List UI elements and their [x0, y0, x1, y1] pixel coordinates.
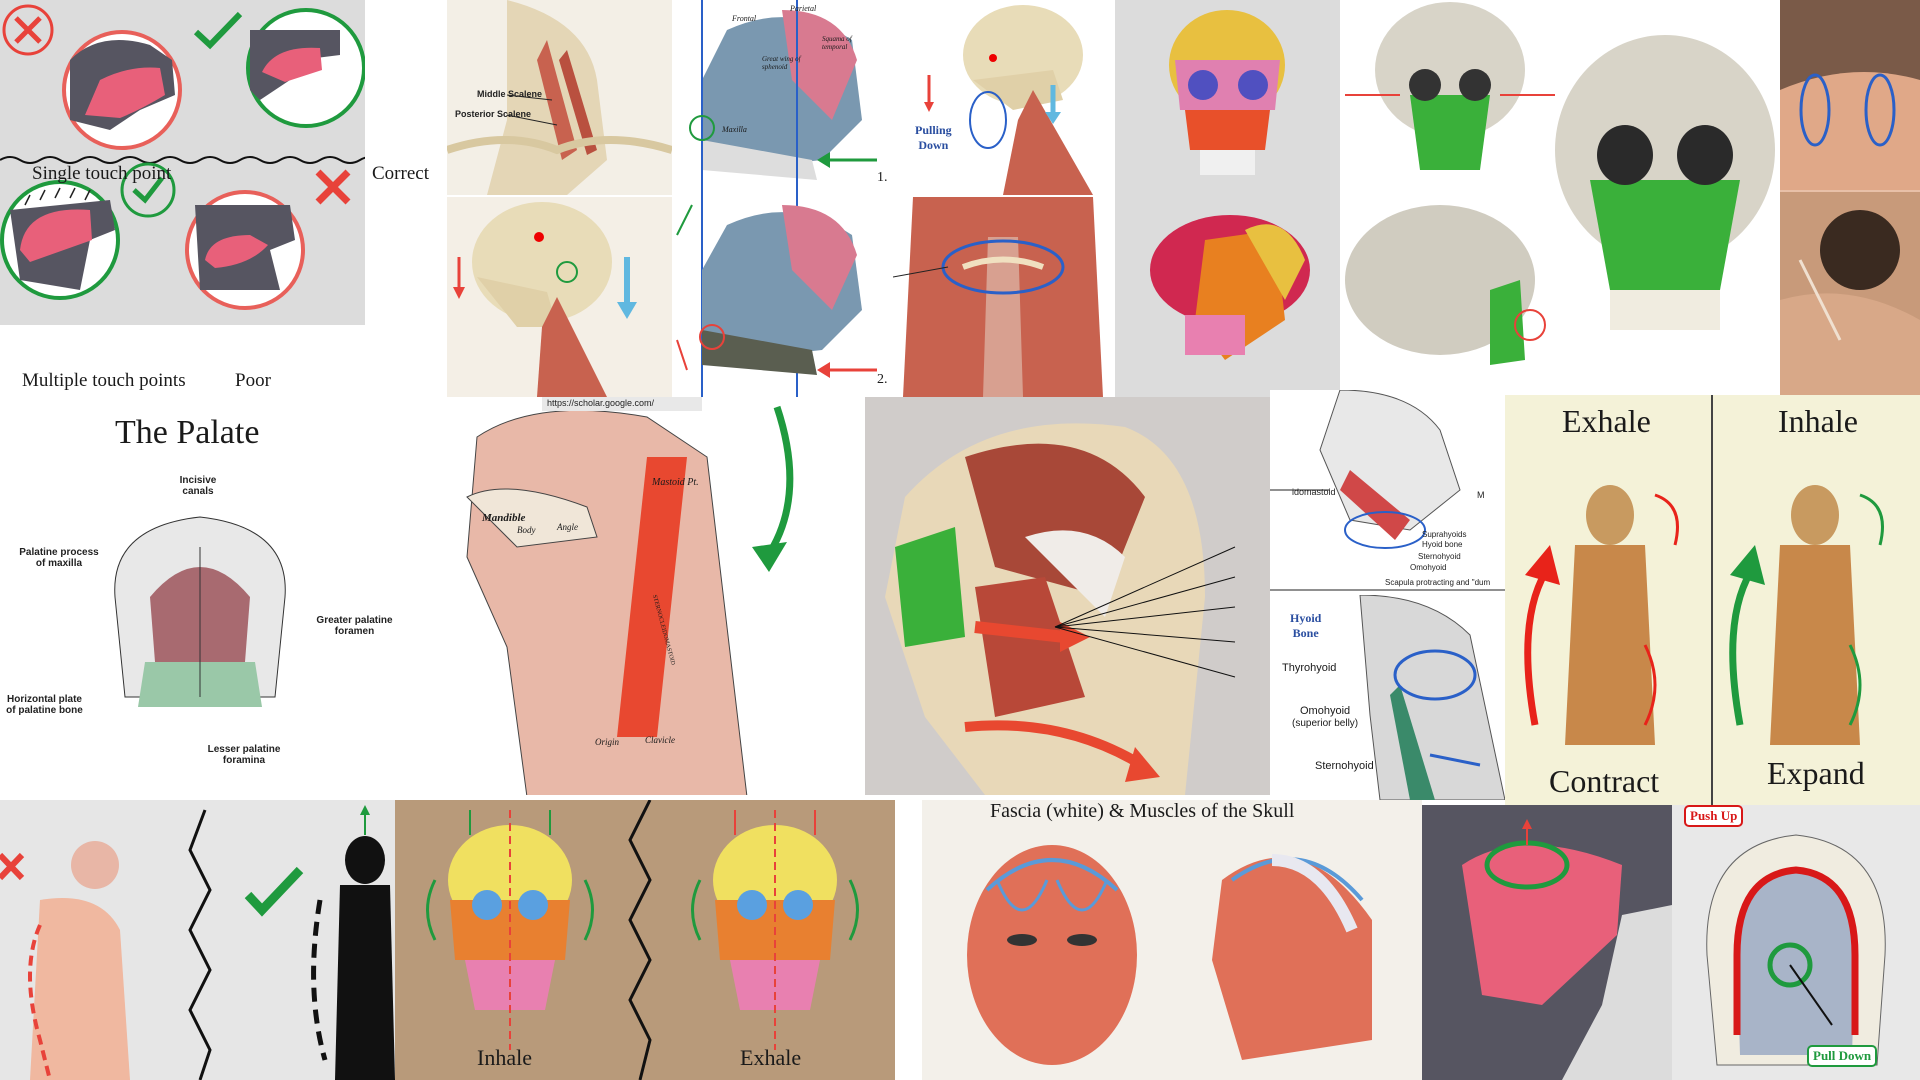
- omohyoid-sub-label: (superior belly): [1292, 718, 1359, 729]
- hyoid-bottom-illustration: [1359, 595, 1505, 800]
- lesser-palatine-label: Lesser palatine foramina: [207, 744, 281, 766]
- color-skull-tile: [1115, 0, 1340, 397]
- wrong-mark-icon: [2, 4, 54, 56]
- hyoid-bottom-tile: Hyoid Bone Thyrohyoid Omohyoid (superior…: [1270, 595, 1505, 800]
- sternohyoid-label: Sternohyoid: [1315, 760, 1374, 772]
- green-skull-tile: [1340, 0, 1780, 395]
- maxilla-label: Maxilla: [722, 125, 747, 134]
- skull-breath-tile: Inhale Exhale: [395, 800, 895, 1080]
- thyrohyoid-label: Thyrohyoid: [1282, 662, 1337, 674]
- neck-pain-tile: [1780, 0, 1920, 395]
- hyoid-bone-title: Hyoid Bone: [1290, 611, 1321, 641]
- color-skull-illustration: [1150, 10, 1310, 360]
- horizontal-plate-label: Horizontal plate of palatine bone: [6, 694, 83, 716]
- hyoid-title-2: Bone: [1292, 626, 1319, 640]
- pulling-down-tile: Pulling Down: [893, 0, 1115, 195]
- step-1-label: 1.: [877, 170, 888, 185]
- check-icon-3: [244, 866, 304, 917]
- x-icon-3: [0, 852, 25, 881]
- fascia-illustration: [967, 845, 1372, 1065]
- pulling-down-label: Pulling Down: [915, 123, 952, 153]
- jaw-muscle-illustration: [885, 423, 1236, 795]
- palate-push-tile: Push Up Pull Down: [1672, 805, 1920, 1080]
- pulling-down-illustration: [924, 5, 1093, 195]
- label-multiple: Multiple touch points: [22, 370, 186, 391]
- mouth-tongue-illustration: [1422, 805, 1672, 1080]
- scapula-label: Scapula protracting and "dum: [1385, 578, 1491, 587]
- neck-front-illustration: [893, 197, 1103, 397]
- pulling-line2: Down: [918, 138, 949, 152]
- omohyoid-top-label: Omohyoid: [1410, 563, 1447, 572]
- fascia-title: Fascia (white) & Muscles of the Skull: [990, 800, 1295, 822]
- incisive-label: Incisive canals: [179, 475, 217, 497]
- scalene-tile: Middle Scalene Posterior Scalene: [447, 0, 672, 195]
- frontal-label: Frontal: [732, 14, 757, 23]
- skull-side-illustration: [672, 0, 892, 397]
- pull-down-label: Pull Down: [1807, 1045, 1878, 1067]
- exhale-label: Exhale: [1562, 403, 1651, 439]
- skull-breath-illustration: [426, 800, 859, 1080]
- hyoid-bone-label: Hyoid bone: [1422, 540, 1463, 549]
- sphenoid-label: Great wing of sphenoid: [762, 55, 801, 71]
- body-label: Body: [517, 525, 536, 535]
- clavicle-label: Clavicle: [645, 735, 675, 745]
- mouth-tongue-tile: [1422, 805, 1672, 1080]
- breath-body-tile: Exhale Inhale Contract Expand: [1505, 395, 1920, 805]
- push-up-label: Push Up: [1684, 805, 1744, 827]
- posture-tile: [0, 800, 395, 1080]
- palate-tile: The Palate Incisive canals Palatine proc…: [0, 397, 447, 795]
- hyoid-title-1: Hyoid: [1290, 611, 1322, 625]
- hyoid-top-tile: idomastoid M Suprahyoids Hyoid bone Ster…: [1270, 390, 1505, 595]
- pulling-line1: Pulling: [915, 123, 952, 137]
- label-correct: Correct: [372, 163, 429, 184]
- mastoid-label: Mastoid Pt.: [652, 477, 699, 488]
- posterior-scalene-label: Posterior Scalene: [455, 109, 532, 119]
- m-label: M: [1477, 490, 1485, 500]
- palate-push-illustration: [1706, 834, 1886, 1066]
- skull-exhale-label: Exhale: [740, 1045, 802, 1070]
- suprahyoids-label: Suprahyoids: [1422, 530, 1467, 539]
- palatine-process-label: Palatine process of maxilla: [19, 547, 99, 569]
- origin-label: Origin: [595, 737, 620, 747]
- breath-body-illustration: [1524, 395, 1884, 805]
- inhale-label: Inhale: [1778, 403, 1858, 439]
- omohyoid-label: Omohyoid: [1300, 705, 1351, 717]
- x-icon-2: [315, 169, 351, 205]
- skull-side-tile: Frontal Parietal Great wing of sphenoid …: [672, 0, 892, 397]
- skull-inhale-label: Inhale: [477, 1045, 532, 1070]
- scalene-illustration: [447, 0, 672, 195]
- scm-tile: https://scholar.google.com/ Mastoid Pt. …: [447, 397, 865, 795]
- check-icon-2: [132, 176, 164, 204]
- palate-title: The Palate: [115, 414, 260, 451]
- neck-front-tile: [893, 197, 1115, 397]
- green-skull-illustration: [1345, 2, 1775, 365]
- mandible-label: Mandible: [482, 512, 526, 524]
- scm-illustration: [466, 397, 794, 795]
- parietal-label: Parietal: [790, 4, 817, 13]
- label-poor: Poor: [235, 370, 271, 391]
- tongue-posture-tile: Single touch point Correct Multiple touc…: [0, 0, 429, 391]
- jaw-muscle-tile: [865, 397, 1270, 795]
- neck-pain-illustration: [1780, 0, 1920, 395]
- sternohyoid-top-label: Sternohyoid: [1418, 552, 1461, 561]
- middle-scalene-label: Middle Scalene: [477, 89, 543, 99]
- posture-illustration: [0, 805, 395, 1080]
- skull-neck-tile: [447, 197, 672, 397]
- greater-palatine-label: Greater palatine foramen: [316, 615, 393, 637]
- step-2-label: 2.: [877, 372, 888, 387]
- expand-label: Expand: [1767, 755, 1865, 791]
- label-single: Single touch point: [32, 163, 172, 184]
- hyoid-top-illustration: [1270, 390, 1505, 591]
- fascia-tile: Fascia (white) & Muscles of the Skull: [922, 800, 1422, 1080]
- tongue-diagrams: [0, 4, 365, 310]
- scholar-url: https://scholar.google.com/: [547, 398, 655, 408]
- stylomastoid-label: idomastoid: [1292, 487, 1336, 497]
- contract-label: Contract: [1549, 763, 1660, 799]
- temporal-label: Squama of temporal: [822, 35, 852, 51]
- palate-illustration: [114, 516, 286, 707]
- check-icon: [193, 11, 243, 50]
- skull-neck-illustration: [453, 202, 637, 397]
- x-icon: [14, 16, 42, 44]
- angle-label: Angle: [557, 522, 578, 532]
